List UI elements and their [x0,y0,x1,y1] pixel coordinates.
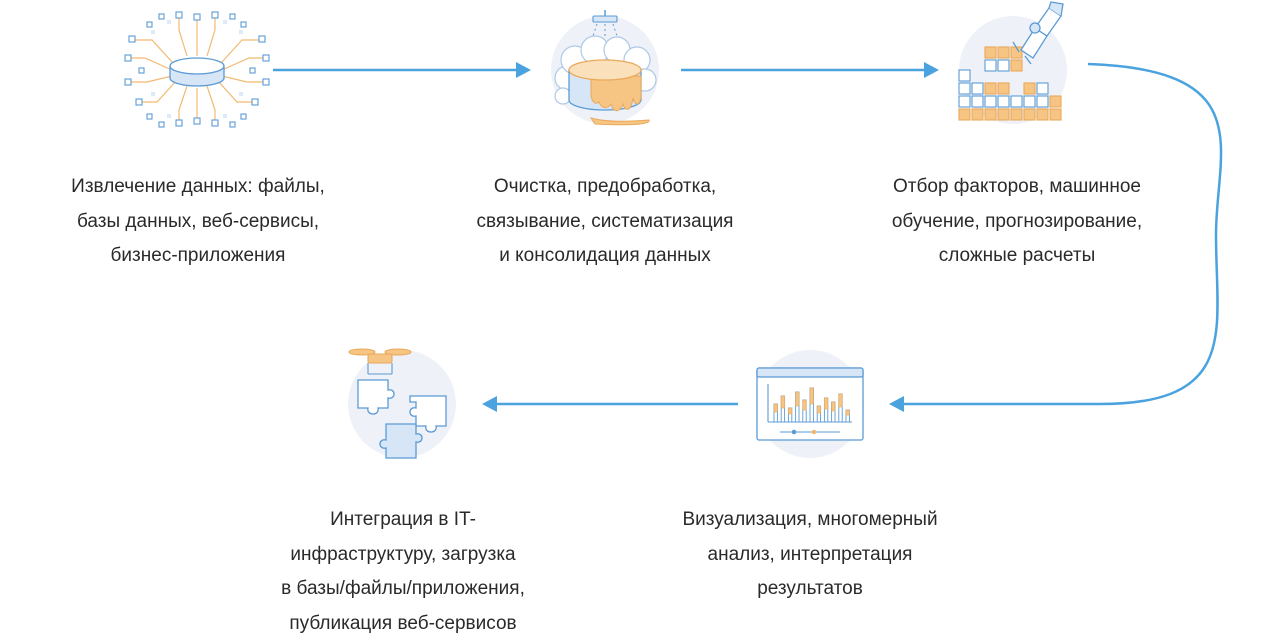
label-line: публикация веб-сервисов [289,612,517,634]
step-label-ml: Отбор факторов, машинное обучение, прогн… [862,170,1172,274]
label-line: в базы/файлы/приложения, [281,578,525,599]
drone-puzzle-icon [348,348,456,459]
mini-bar-accent [773,403,778,413]
label-line: анализ, интерпретация [707,543,913,565]
label-line: Визуализация, многомерный [682,509,938,530]
label-line: обучение, прогнозирование, [891,210,1143,232]
arrowhead-4 [482,396,497,412]
bar-chart-dashboard-icon [756,350,864,458]
label-line: результатов [757,578,863,599]
mini-bar-accent [845,409,850,416]
mini-bar-accent [788,407,793,415]
mini-bar-accent [802,399,807,411]
connectors [273,62,1223,412]
arrowhead-1 [516,62,531,78]
label-line: инфраструктуру, загрузка [290,543,516,565]
label-line: Отбор факторов, машинное [893,176,1141,197]
step-label-integrate: Интеграция в IT- инфраструктуру, загрузк… [248,503,558,641]
step-label-clean: Очистка, предобработка, связывание, сист… [450,170,760,274]
mini-bar-accent [795,391,800,407]
robot-arm-blocks-icon [958,1,1067,124]
label-line: бизнес-приложения [110,245,286,266]
database-wash-icon [551,10,659,126]
database-network-icon [124,11,270,128]
label-line: связывание, систематизация [476,210,734,232]
label-line: Интеграция в IT- [330,509,476,530]
arrow-ml-to-visualize [902,62,1223,406]
label-line: Очистка, предобработка, [493,176,717,197]
mini-bar-accent [824,397,829,410]
mini-bar-accent [816,405,821,414]
step-label-visualize: Визуализация, многомерный анализ, интерп… [655,503,965,607]
mini-bar-accent [780,395,785,409]
label-line: сложные расчеты [938,245,1096,266]
mini-bars [773,387,850,423]
mini-bar-accent [838,393,843,408]
mini-bar-accent [831,401,836,412]
puzzle-piece-bottom [379,423,423,459]
puzzle-piece-left [357,379,395,415]
arrowhead-2 [924,62,939,78]
label-line: базы данных, веб-сервисы, [76,210,320,232]
label-line: и консолидация данных [499,245,711,266]
arrowhead-3 [889,396,904,412]
step-label-extract: Извлечение данных: файлы, базы данных, в… [46,170,350,274]
label-line: Извлечение данных: файлы, [71,176,325,197]
mini-bar-accent [809,387,814,405]
